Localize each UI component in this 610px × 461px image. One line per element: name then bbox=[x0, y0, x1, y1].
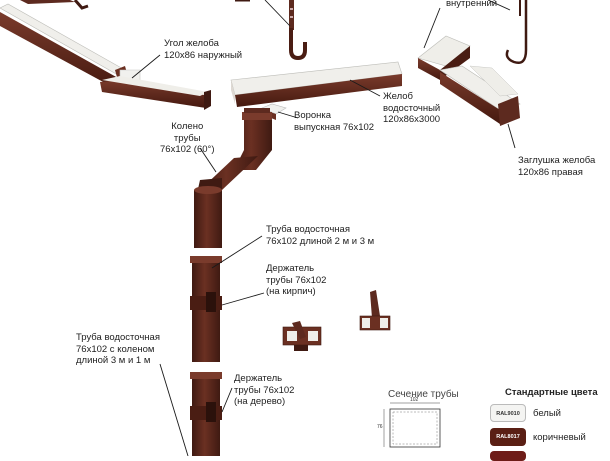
leader-funnel bbox=[277, 111, 299, 119]
label-corner-outer: Угол желоба 120x86 наружный bbox=[164, 38, 243, 61]
gutter-hook bbox=[73, 0, 250, 10]
swatch-brown-name: коричневый bbox=[533, 432, 586, 443]
label-corner-inner: внутренний bbox=[446, 0, 498, 9]
gutter-corner-outer bbox=[0, 0, 135, 90]
gutter-straight bbox=[230, 61, 403, 107]
hook-bracket bbox=[289, 0, 307, 61]
swatch-brown: RAL8017 bbox=[490, 428, 526, 446]
section-dim-width: 102 bbox=[410, 397, 419, 403]
leader-end-cap bbox=[507, 123, 516, 149]
pipe-bottom-segment bbox=[190, 372, 222, 456]
gutter-hook-right bbox=[505, 0, 528, 64]
pipe-middle-segment bbox=[190, 256, 222, 362]
label-funnel: Воронка выпускная 76x102 bbox=[294, 110, 375, 133]
leader-gutter bbox=[349, 79, 381, 97]
swatch-white: RAL9010 bbox=[490, 404, 526, 422]
label-pipe-elbow: Труба водосточная 76x102 с коленом длино… bbox=[76, 332, 160, 366]
leader-hook-right bbox=[487, 0, 511, 11]
leader-corner-outer bbox=[131, 54, 161, 79]
leader-holder-brick bbox=[221, 292, 265, 306]
section-drawing bbox=[383, 402, 441, 448]
pipe-elbow bbox=[194, 156, 258, 248]
leader-pipe bbox=[211, 235, 263, 269]
gutter-corner-piece bbox=[100, 69, 211, 110]
holder-wood bbox=[282, 321, 322, 351]
palette-title: Стандартные цвета bbox=[505, 387, 598, 398]
section-title: Сечение трубы bbox=[388, 389, 459, 400]
label-pipe: Труба водосточная 76x102 длиной 2 м и 3 … bbox=[266, 224, 375, 247]
holder-brick bbox=[359, 290, 391, 331]
label-gutter: Желоб водосточный 120x86x3000 bbox=[383, 91, 441, 125]
pipe-top-segment bbox=[234, 108, 272, 170]
leader-elbow bbox=[199, 147, 217, 173]
label-elbow: Колено трубы 76x102 (60°) bbox=[160, 121, 215, 155]
leader-holder-wood bbox=[221, 387, 233, 413]
label-end-cap: Заглушка желоба 120x86 правая bbox=[518, 155, 596, 178]
label-holder-wood: Держатель трубы 76x102 (на дерево) bbox=[234, 373, 295, 407]
leader-hook bbox=[264, 0, 291, 27]
swatch-red bbox=[490, 451, 526, 461]
leader-pipe-elbow bbox=[159, 363, 189, 456]
swatch-white-name: белый bbox=[533, 408, 561, 419]
gutter-right bbox=[439, 65, 521, 126]
leader-inner-corner bbox=[423, 7, 441, 49]
label-holder-brick: Держатель трубы 76x102 (на кирпич) bbox=[266, 263, 327, 297]
section-dim-height: 76 bbox=[377, 424, 383, 430]
